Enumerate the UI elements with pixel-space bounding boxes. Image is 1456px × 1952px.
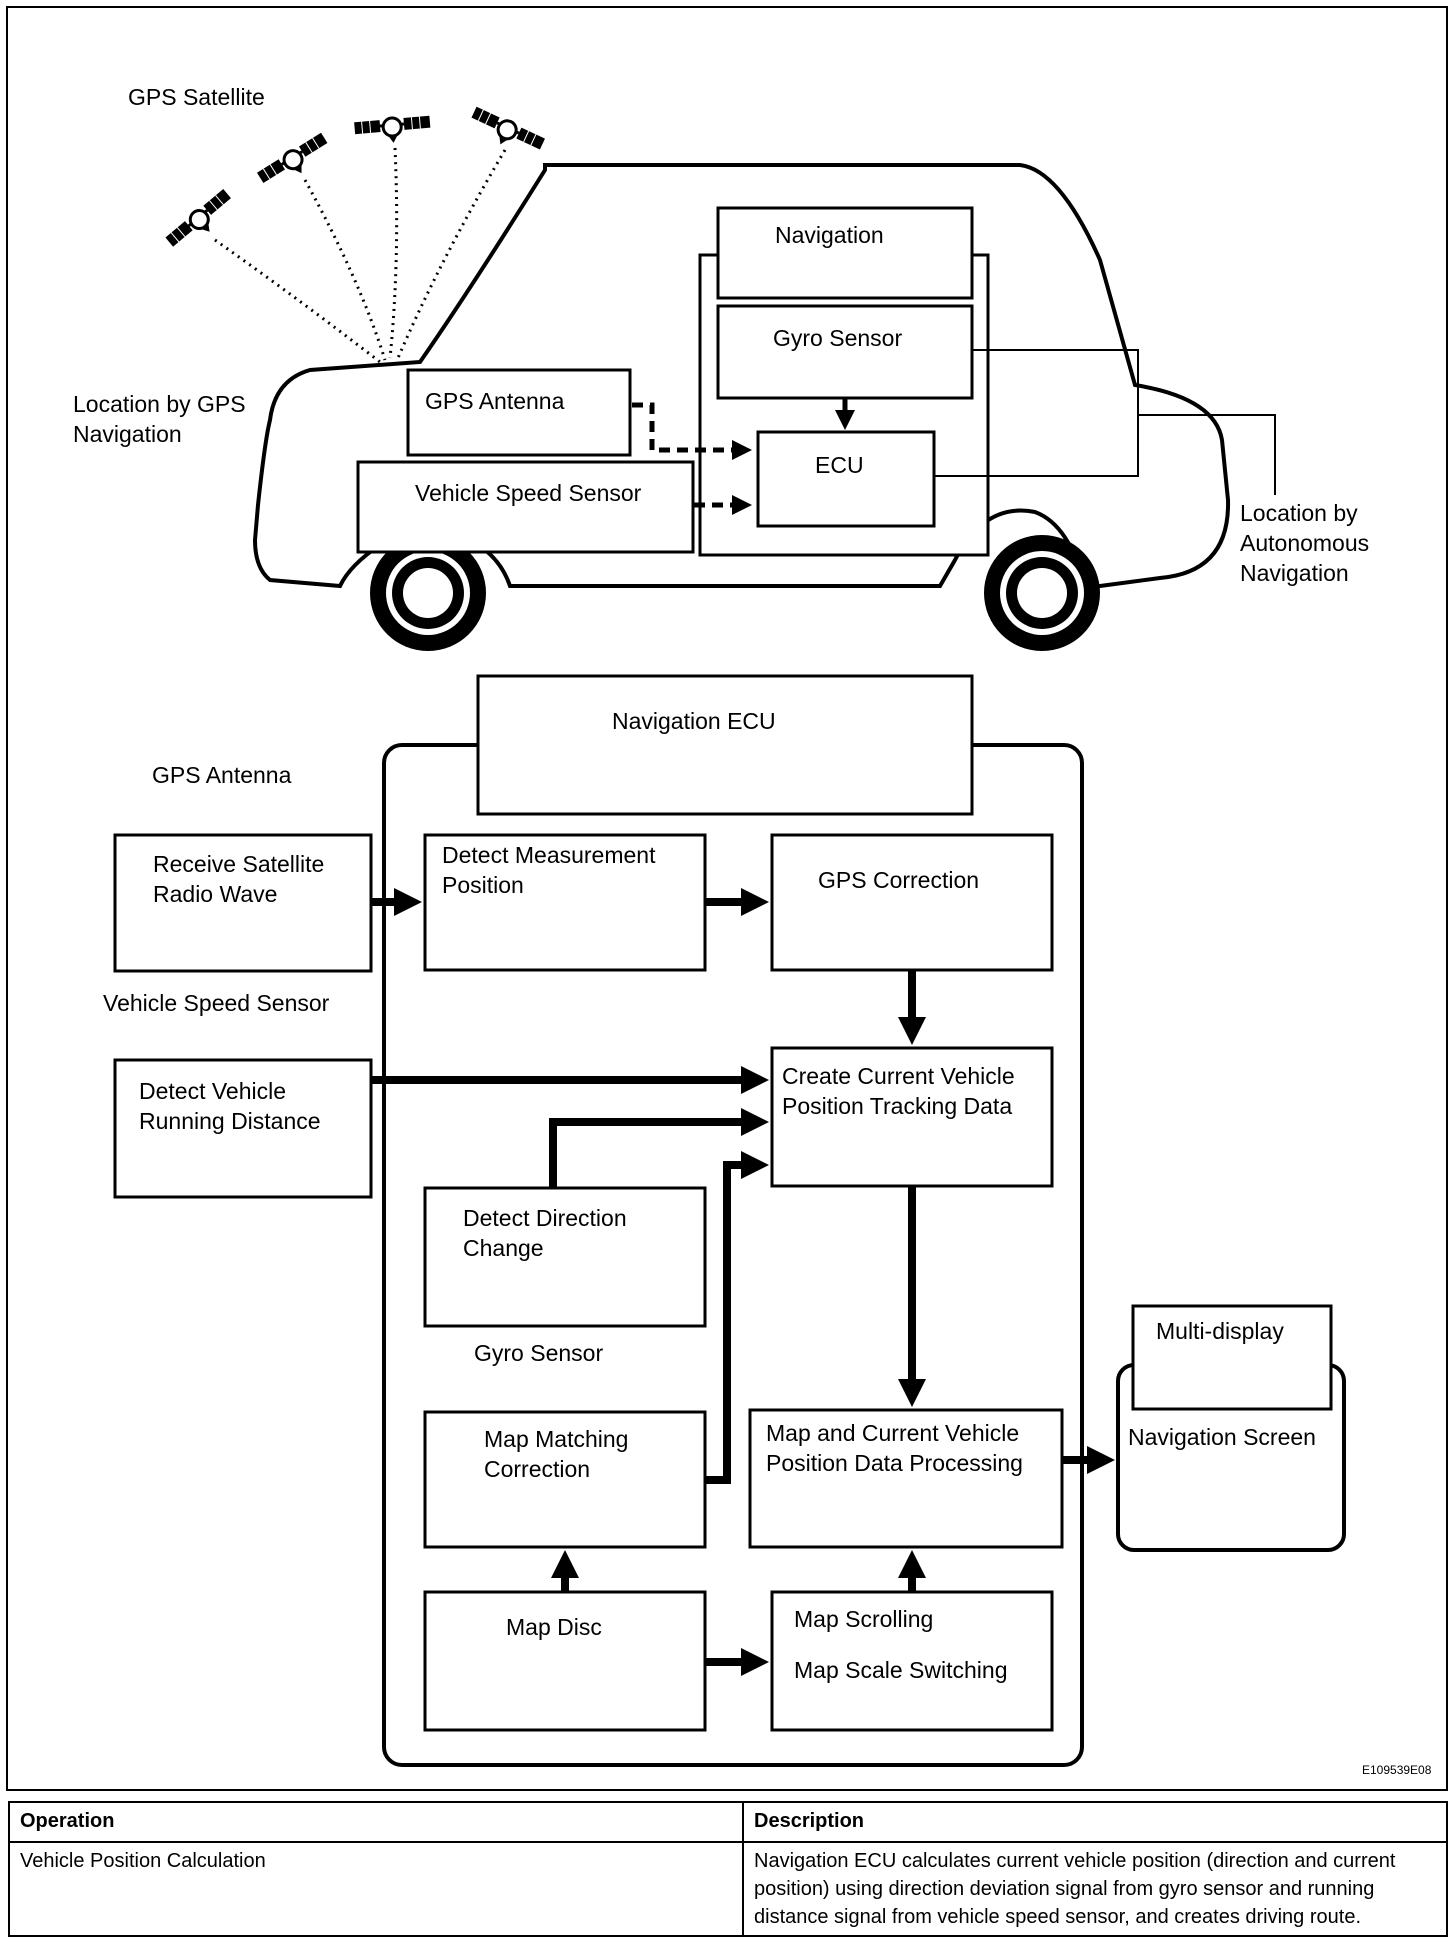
description-header: Description xyxy=(742,1801,1448,1843)
table-row: Vehicle Position Calculation Navigation … xyxy=(8,1841,1448,1937)
create-tracking-label: Create Current Vehicle Position Tracking… xyxy=(782,1063,1015,1119)
detect-measurement-label: Detect Measurement Position xyxy=(442,842,656,898)
gyro-sensor-label: Gyro Sensor xyxy=(773,325,903,351)
navigation-label: Navigation xyxy=(775,222,884,248)
detect-vehicle-running-label: Detect Vehicle Running Distance xyxy=(139,1078,321,1134)
ecu-box xyxy=(756,430,936,528)
location-by-gps-label: Location by GPS Navigation xyxy=(73,391,246,447)
map-scale-switching-label: Map Scale Switching xyxy=(794,1657,1008,1683)
map-matching-label: Map Matching Correction xyxy=(484,1426,629,1482)
gps-correction-label: GPS Correction xyxy=(818,867,980,893)
operation-header: Operation xyxy=(8,1801,744,1843)
vehicle-speed-sensor-flow-label: Vehicle Speed Sensor xyxy=(103,990,330,1016)
map-current-processing-box xyxy=(748,1408,1064,1549)
navigation-ecu-title-box xyxy=(476,674,974,816)
figure-code: E109539E08 xyxy=(1362,1763,1432,1777)
navigation-screen-label: Navigation Screen xyxy=(1128,1424,1316,1450)
navigation-box xyxy=(716,206,974,300)
vehicle-speed-sensor-label: Vehicle Speed Sensor xyxy=(415,480,642,506)
receive-satellite-box xyxy=(113,833,373,973)
multi-display-label: Multi-display xyxy=(1156,1318,1284,1344)
map-matching-box xyxy=(423,1410,707,1549)
gyro-sensor-flow-label: Gyro Sensor xyxy=(474,1340,604,1366)
map-current-processing-label: Map and Current Vehicle Position Data Pr… xyxy=(766,1420,1023,1476)
vehicle-speed-sensor-box xyxy=(356,460,695,554)
gps-satellite-icon xyxy=(162,104,547,258)
operation-table: Operation Description Vehicle Position C… xyxy=(8,1801,1448,1937)
gps-antenna-box xyxy=(406,368,632,457)
front-wheel xyxy=(370,535,486,651)
map-scrolling-box xyxy=(770,1590,1054,1732)
gps-antenna-label: GPS Antenna xyxy=(425,388,565,414)
top-connectors xyxy=(632,349,1276,515)
gyro-sensor-box xyxy=(716,304,974,400)
receive-satellite-label: Receive Satellite Radio Wave xyxy=(153,851,325,907)
detect-direction-box xyxy=(423,1186,707,1328)
location-by-autonomous-label: Location by Autonomous Navigation xyxy=(1240,500,1370,586)
multi-display-box xyxy=(1131,1304,1333,1411)
ecu-label: ECU xyxy=(815,452,864,478)
radio-waves xyxy=(214,147,507,364)
create-tracking-box xyxy=(770,1046,1054,1188)
rear-wheel xyxy=(984,535,1100,651)
diagram-frame xyxy=(6,6,1448,1791)
description-cell: Navigation ECU calculates current vehicl… xyxy=(742,1841,1448,1937)
operation-cell: Vehicle Position Calculation xyxy=(8,1841,744,1937)
gps-antenna-flow-label: GPS Antenna xyxy=(152,762,292,788)
table-header-row: Operation Description xyxy=(8,1801,1448,1843)
map-scrolling-label: Map Scrolling xyxy=(794,1606,934,1632)
detect-vehicle-running-box xyxy=(113,1058,373,1199)
navigation-ecu-label: Navigation ECU xyxy=(612,708,776,734)
gps-satellite-label: GPS Satellite xyxy=(128,84,265,110)
map-disc-label: Map Disc xyxy=(506,1614,602,1640)
flow-arrows xyxy=(371,888,1115,1676)
navigation-system-diagram xyxy=(113,104,1346,1767)
gps-correction-box xyxy=(770,833,1054,972)
detect-direction-label: Detect Direction Change xyxy=(463,1205,627,1261)
